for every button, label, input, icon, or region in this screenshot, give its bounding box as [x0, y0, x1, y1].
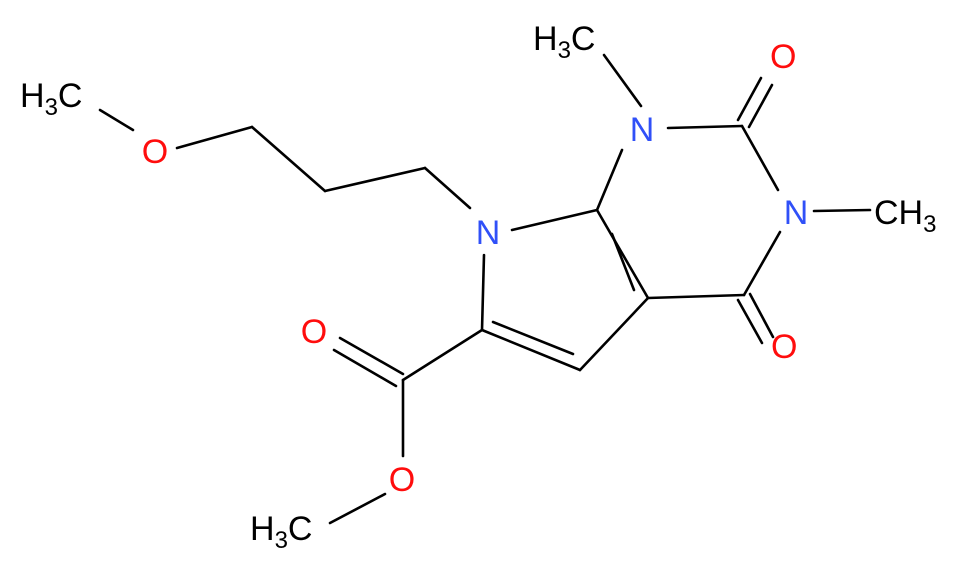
atom-methoxy-methyl: H3C [20, 77, 82, 121]
bond-c6-ester-c [401, 328, 484, 382]
atom-n3: N [784, 194, 809, 232]
bonds [98, 53, 872, 525]
bond-c7a-n1 [595, 148, 624, 212]
bond-c4-o-b [748, 292, 775, 339]
atom-n7: N [476, 214, 501, 252]
bond-c2-n3 [740, 124, 780, 192]
bond-c2-o-a [736, 76, 763, 122]
atom-c2-oxygen: O [770, 38, 796, 76]
bond-c4-c4a [646, 293, 746, 300]
atom-n3-methyl: CH3 [874, 194, 936, 238]
atom-labels: H3C O N N H3C O N CH3 O O O H3C [20, 20, 936, 554]
bond-c7a-c4a-inner [610, 232, 636, 292]
bond-n7-c7a [510, 208, 599, 232]
bond-c4a-c5 [578, 296, 650, 372]
bond-o-ester-methyl [328, 492, 387, 525]
bond-c6-n7 [480, 253, 486, 332]
bond-c5-c6 [480, 328, 582, 372]
atom-ester-carbonyl-oxygen: O [301, 313, 327, 351]
bond-c2-o-b [747, 83, 774, 129]
bond-ester-c-o-b [332, 348, 398, 388]
bond-c5-c6-inner [491, 320, 575, 356]
bond-c4-o-a [736, 298, 764, 345]
atom-ester-oxygen: O [389, 461, 415, 499]
atom-c4-oxygen: O [771, 328, 797, 366]
bond-ester-c-o-a [338, 336, 405, 376]
bond-n1-methyl [602, 53, 643, 108]
bond-n3-c4 [742, 230, 782, 297]
bond-c7a-c4a [595, 208, 650, 300]
atom-n1-methyl: H3C [533, 20, 595, 64]
bond-n1-c2 [666, 124, 744, 130]
bond-o-ch2-methoxy [175, 125, 254, 150]
atom-methoxy-oxygen: O [142, 133, 168, 171]
atom-n1: N [630, 111, 655, 149]
bond-ch2-ch2 [250, 125, 327, 193]
bond-n3-methyl [812, 208, 872, 213]
bond-ch2-ch2-n [323, 166, 427, 193]
bond-ch3-o-methoxy [98, 108, 135, 132]
bond-ch2-n7 [423, 166, 472, 210]
atom-ester-methyl: H3C [250, 510, 312, 554]
